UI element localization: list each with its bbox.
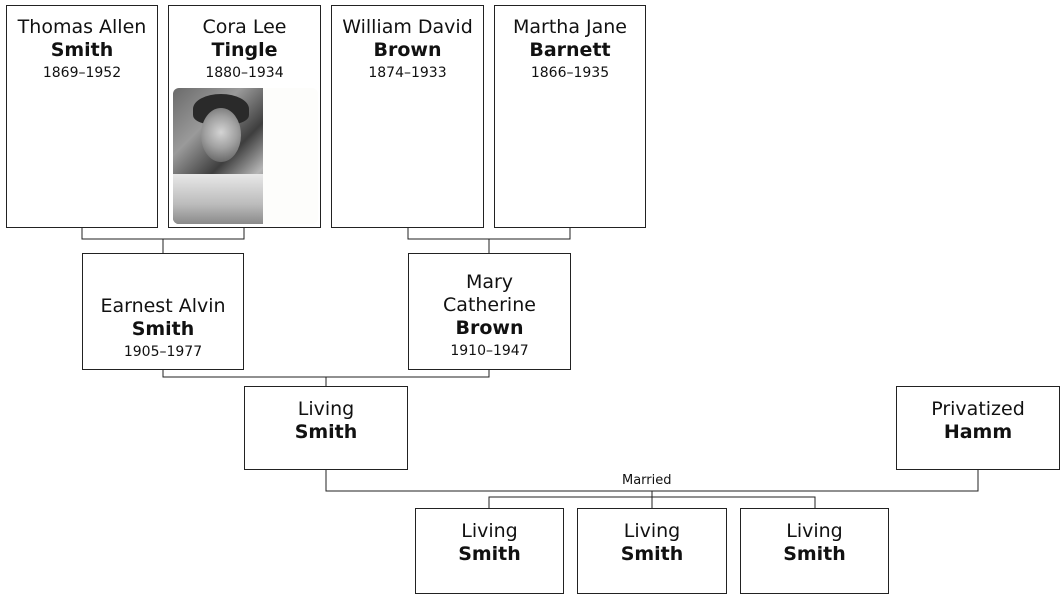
- married-label: Married: [619, 473, 675, 489]
- surname: Brown: [455, 317, 524, 339]
- person-card-privatized-hamm[interactable]: Privatized Hamm: [896, 386, 1060, 470]
- given-name: Cora Lee: [202, 16, 287, 38]
- person-card-child-1[interactable]: Living Smith: [415, 508, 564, 594]
- person-card-cora-lee-tingle[interactable]: Cora Lee Tingle 1880–1934: [168, 5, 321, 228]
- surname: Smith: [783, 543, 846, 565]
- person-card-martha-jane-barnett[interactable]: Martha Jane Barnett 1866–1935: [494, 5, 646, 228]
- surname: Tingle: [211, 39, 278, 61]
- surname: Smith: [620, 543, 684, 565]
- given-name: Living: [297, 398, 355, 420]
- surname: Barnett: [529, 39, 611, 61]
- person-card-mary-catherine-brown[interactable]: Mary Catherine Brown 1910–1947: [408, 253, 571, 370]
- given-name: Mary Catherine: [443, 271, 536, 316]
- given-name: William David: [342, 16, 473, 38]
- surname: Smith: [294, 421, 358, 443]
- given-name: Privatized: [931, 398, 1025, 420]
- life-dates: 1874–1933: [368, 65, 447, 81]
- given-name: Living: [461, 520, 518, 542]
- life-dates: 1866–1935: [530, 65, 610, 81]
- person-card-living-smith[interactable]: Living Smith: [244, 386, 408, 470]
- life-dates: 1910–1947: [450, 343, 529, 359]
- portrait-photo: [173, 88, 318, 224]
- person-card-thomas-allen-smith[interactable]: Thomas Allen Smith 1869–1952: [6, 5, 158, 228]
- surname: Smith: [50, 39, 114, 61]
- life-dates: 1880–1934: [205, 65, 284, 81]
- surname: Smith: [458, 543, 521, 565]
- given-name: Living: [623, 520, 681, 542]
- person-card-child-2[interactable]: Living Smith: [577, 508, 727, 594]
- life-dates: 1869–1952: [42, 65, 122, 81]
- given-name: Earnest Alvin: [100, 295, 226, 317]
- person-card-william-david-brown[interactable]: William David Brown 1874–1933: [331, 5, 484, 228]
- person-card-earnest-alvin-smith[interactable]: Earnest Alvin Smith 1905–1977: [82, 253, 244, 370]
- life-dates: 1905–1977: [123, 344, 203, 360]
- given-name: Martha Jane: [513, 16, 627, 38]
- given-name: Thomas Allen: [17, 16, 147, 38]
- person-card-child-3[interactable]: Living Smith: [740, 508, 889, 594]
- given-name: Living: [786, 520, 843, 542]
- surname: Brown: [373, 39, 442, 61]
- surname: Smith: [131, 318, 195, 340]
- surname: Hamm: [943, 421, 1013, 443]
